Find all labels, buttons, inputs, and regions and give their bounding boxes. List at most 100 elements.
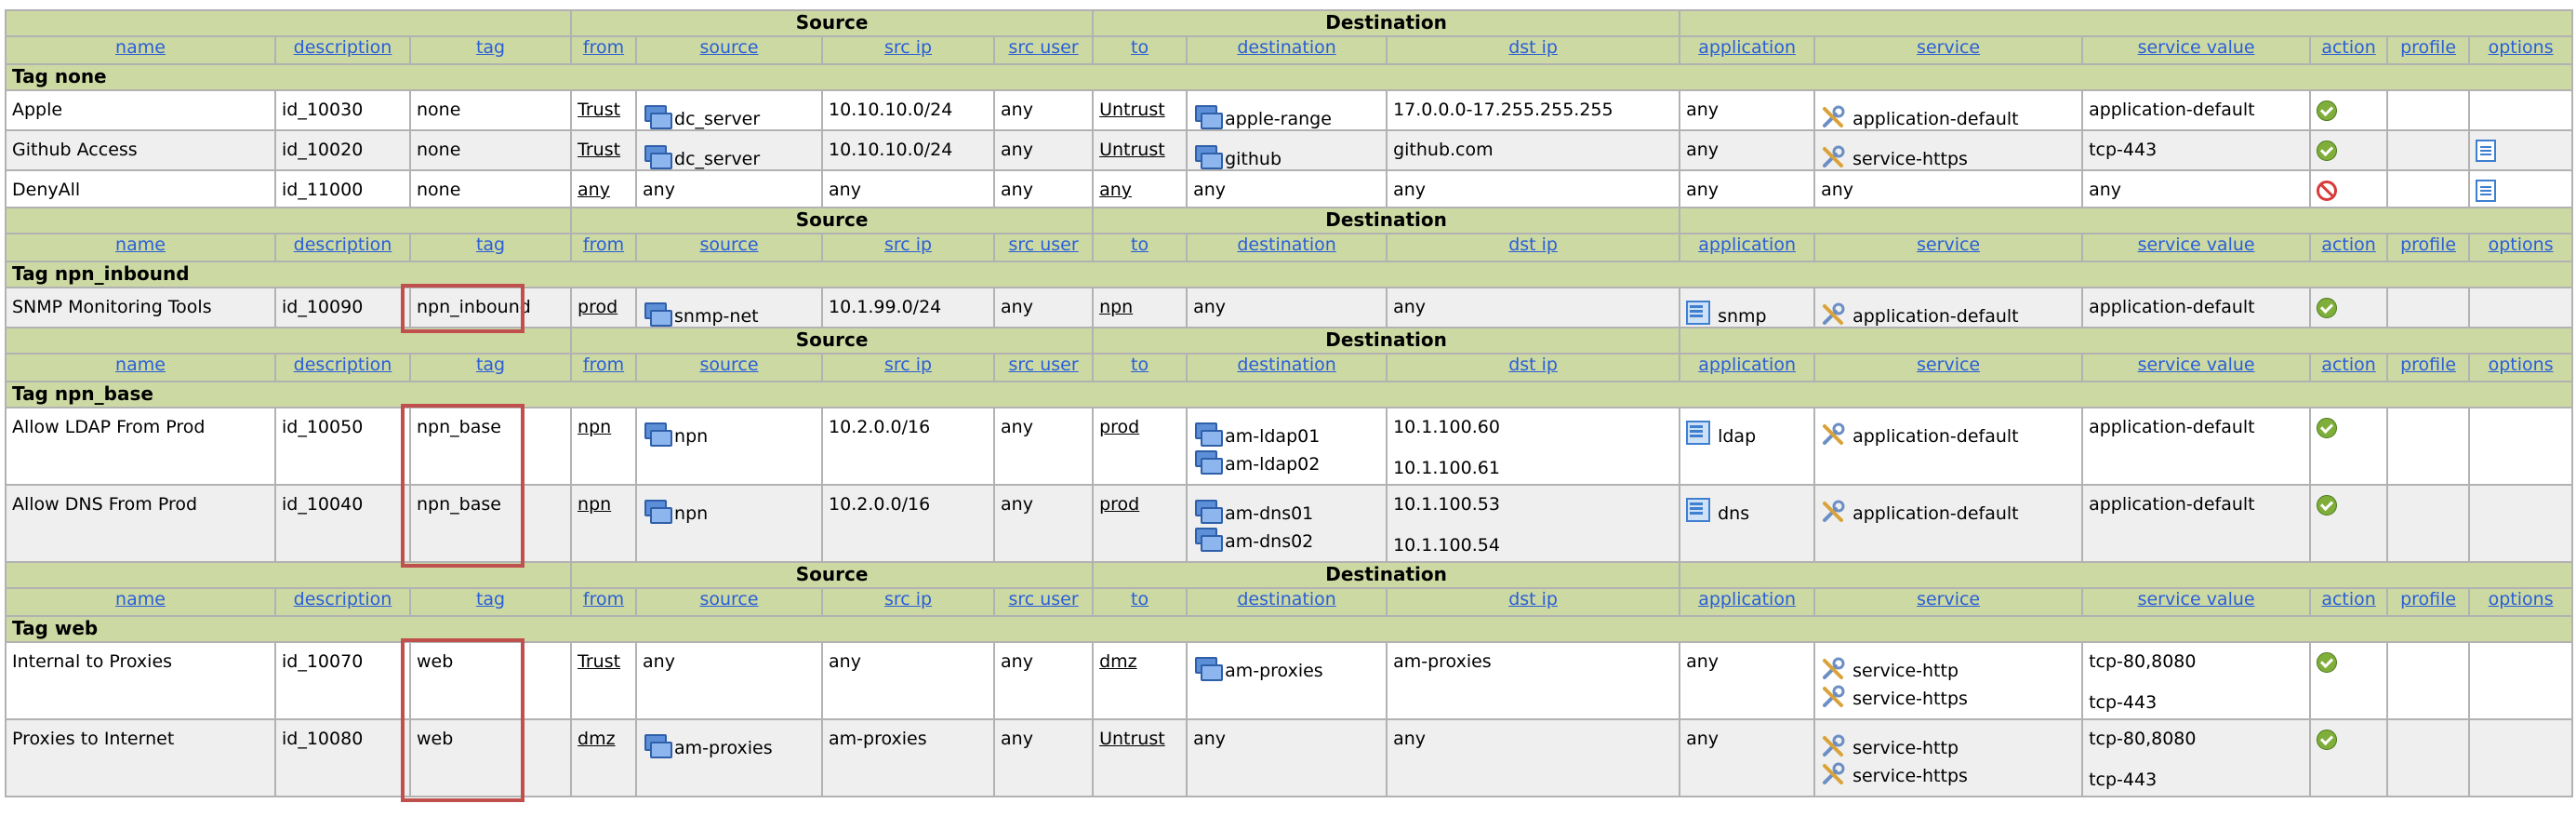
sort-link-tag[interactable]: tag (475, 37, 506, 58)
sort-link-service-value[interactable]: service value (2137, 234, 2255, 255)
sort-link-src-ip[interactable]: src ip (883, 234, 933, 255)
sort-link-name[interactable]: name (115, 37, 166, 58)
to-zone[interactable]: any (1099, 180, 1133, 200)
options-document-icon[interactable] (2476, 180, 2497, 202)
sort-link-dst-ip[interactable]: dst ip (1508, 234, 1558, 255)
sort-link-name[interactable]: name (115, 234, 166, 255)
sort-link-src-ip[interactable]: src ip (883, 355, 933, 375)
src-user: any (1001, 729, 1033, 749)
src-user: any (1001, 100, 1033, 120)
options-document-icon[interactable] (2476, 140, 2497, 162)
to-zone[interactable]: npn (1099, 297, 1134, 317)
sort-link-description[interactable]: description (293, 37, 392, 58)
from-zone[interactable]: prod (578, 297, 618, 317)
source-value: dc_server (674, 149, 761, 169)
sort-link-tag[interactable]: tag (475, 589, 506, 609)
sort-link-options[interactable]: options (2488, 234, 2554, 255)
sort-link-destination[interactable]: destination (1237, 355, 1336, 375)
from-zone[interactable]: npn (578, 417, 612, 437)
sort-link-src-ip[interactable]: src ip (883, 589, 933, 609)
sort-link-description[interactable]: description (293, 234, 392, 255)
sort-link-dst-ip[interactable]: dst ip (1508, 355, 1558, 375)
destination-group-header: Destination (1092, 561, 1681, 589)
service-value-value: application-default (2089, 494, 2255, 515)
source-value: am-proxies (674, 738, 773, 758)
sort-link-to[interactable]: to (1131, 234, 1149, 255)
sort-link-profile[interactable]: profile (2400, 234, 2457, 255)
to-zone[interactable]: Untrust (1099, 140, 1165, 160)
to-zone[interactable]: prod (1099, 417, 1140, 437)
sort-link-name[interactable]: name (115, 355, 166, 375)
sort-link-dst-ip[interactable]: dst ip (1508, 589, 1558, 609)
sort-link-source[interactable]: source (699, 234, 759, 255)
sort-link-application[interactable]: application (1698, 589, 1796, 609)
sort-link-destination[interactable]: destination (1237, 234, 1336, 255)
sort-link-service-value[interactable]: service value (2137, 37, 2255, 58)
sort-link-action[interactable]: action (2321, 589, 2376, 609)
to-zone[interactable]: dmz (1099, 651, 1137, 672)
sort-link-tag[interactable]: tag (475, 234, 506, 255)
sort-link-action[interactable]: action (2321, 355, 2376, 375)
sort-link-options[interactable]: options (2488, 355, 2554, 375)
sort-link-source[interactable]: source (699, 589, 759, 609)
from-zone[interactable]: npn (578, 494, 612, 515)
sort-link-profile[interactable]: profile (2400, 355, 2457, 375)
from-zone[interactable]: dmz (578, 729, 616, 749)
sort-link-service[interactable]: service (1917, 37, 1981, 58)
sort-link-to[interactable]: to (1131, 589, 1149, 609)
to-zone[interactable]: Untrust (1099, 729, 1165, 749)
sort-link-src-ip[interactable]: src ip (883, 37, 933, 58)
sort-link-application[interactable]: application (1698, 234, 1796, 255)
sort-link-source[interactable]: source (699, 355, 759, 375)
application-value: ldap (1718, 426, 1757, 447)
sort-link-to[interactable]: to (1131, 355, 1149, 375)
sort-link-application[interactable]: application (1698, 355, 1796, 375)
sort-link-profile[interactable]: profile (2400, 37, 2457, 58)
sort-link-profile[interactable]: profile (2400, 589, 2457, 609)
sort-link-application[interactable]: application (1698, 37, 1796, 58)
sort-link-service-value[interactable]: service value (2137, 589, 2255, 609)
sort-link-name[interactable]: name (115, 589, 166, 609)
sort-link-to[interactable]: to (1131, 37, 1149, 58)
sort-link-src-user[interactable]: src user (1008, 37, 1079, 58)
to-zone-cell: Untrust (1092, 718, 1188, 797)
sort-link-src-user[interactable]: src user (1008, 589, 1079, 609)
sort-link-options[interactable]: options (2488, 37, 2554, 58)
from-zone[interactable]: any (578, 180, 610, 200)
sort-link-dst-ip[interactable]: dst ip (1508, 37, 1558, 58)
sort-link-tag[interactable]: tag (475, 355, 506, 375)
from-zone[interactable]: Trust (578, 100, 621, 120)
from-zone[interactable]: Trust (578, 140, 621, 160)
column-header: destination (1186, 35, 1388, 65)
sort-link-service[interactable]: service (1917, 589, 1981, 609)
sort-link-destination[interactable]: destination (1237, 37, 1336, 58)
sort-link-from[interactable]: from (582, 589, 625, 609)
sort-link-options[interactable]: options (2488, 589, 2554, 609)
sort-link-from[interactable]: from (582, 234, 625, 255)
to-zone[interactable]: prod (1099, 494, 1140, 515)
sort-link-source[interactable]: source (699, 37, 759, 58)
sort-link-description[interactable]: description (293, 589, 392, 609)
sort-link-src-user[interactable]: src user (1008, 355, 1079, 375)
sort-link-destination[interactable]: destination (1237, 589, 1336, 609)
sort-link-description[interactable]: description (293, 355, 392, 375)
sort-link-from[interactable]: from (582, 37, 625, 58)
sort-link-service-value[interactable]: service value (2137, 355, 2255, 375)
sort-link-service[interactable]: service (1917, 355, 1981, 375)
rule-description: id_10070 (282, 651, 364, 672)
sort-link-action[interactable]: action (2321, 37, 2376, 58)
sort-link-src-user[interactable]: src user (1008, 234, 1079, 255)
to-zone[interactable]: Untrust (1099, 100, 1165, 120)
sort-link-action[interactable]: action (2321, 234, 2376, 255)
sort-link-from[interactable]: from (582, 355, 625, 375)
from-zone[interactable]: Trust (578, 651, 621, 672)
sort-link-service[interactable]: service (1917, 234, 1981, 255)
